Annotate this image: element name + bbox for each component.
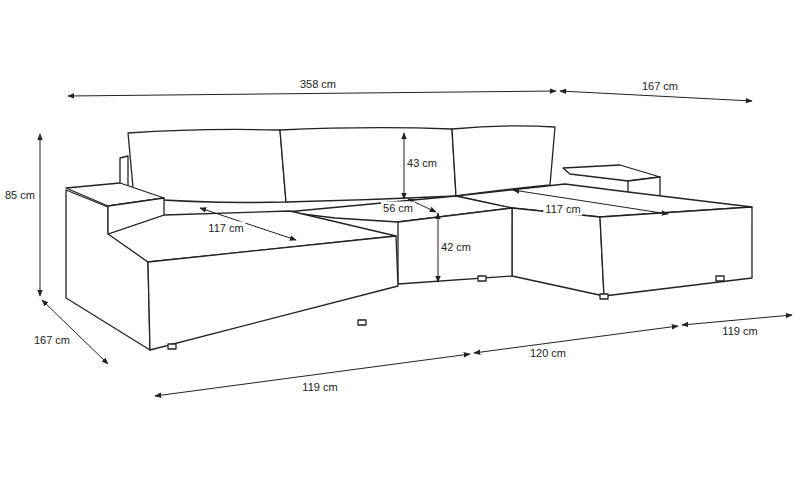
dimension-label: 85 cm (3, 189, 37, 202)
dimension-label: 167 cm (32, 334, 72, 347)
dimension-label: 167 cm (640, 80, 680, 93)
dimension-lines (40, 91, 792, 396)
sofa-outline (66, 126, 752, 350)
dimension-label: 42 cm (439, 241, 473, 254)
dimension-label: 358 cm (298, 78, 338, 91)
dimension-label: 119 cm (720, 325, 759, 338)
dimension-label: 117 cm (206, 222, 245, 235)
dimension-label: 43 cm (405, 157, 439, 170)
dimension-label: 119 cm (300, 381, 339, 394)
dimension-label: 56 cm (381, 202, 415, 215)
dimension-label: 120 cm (528, 347, 568, 360)
dimension-label: 117 cm (543, 203, 582, 216)
